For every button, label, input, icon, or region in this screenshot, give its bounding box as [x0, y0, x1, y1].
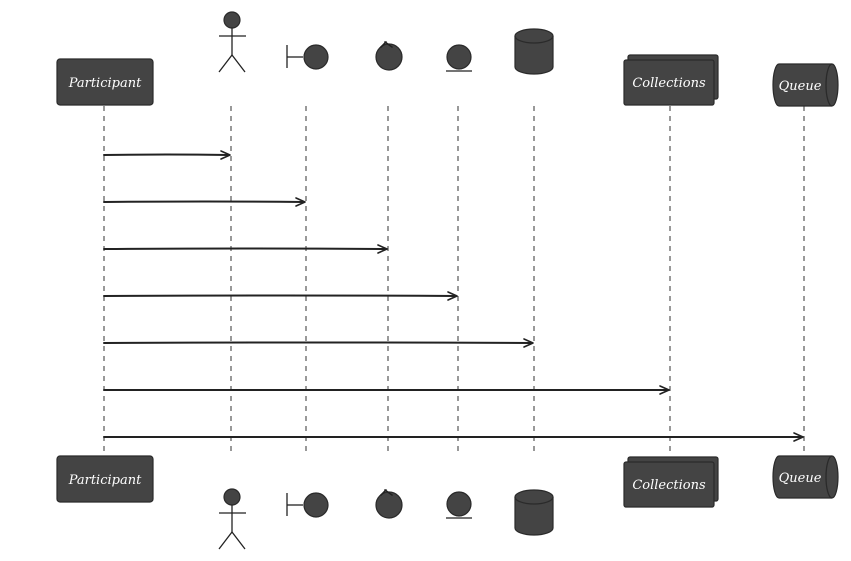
entity-bottom-icon: [446, 491, 472, 519]
boundary-bottom-icon: [286, 492, 329, 518]
database-bottom-icon: [514, 489, 554, 536]
participant-bottom: Participant: [56, 455, 154, 503]
message-arrow: [103, 244, 388, 254]
actor-top-icon: [218, 11, 246, 73]
participant-top: Participant: [56, 58, 154, 106]
queue-label: Queue: [779, 471, 822, 486]
control-bottom-icon: [375, 489, 403, 519]
collections-bottom: Collections: [623, 456, 719, 508]
queue-bottom: Queue: [772, 455, 839, 499]
actor-bottom-icon: [218, 488, 246, 550]
queue-label: Queue: [779, 79, 822, 94]
messages: [103, 150, 804, 442]
collections-label: Collections: [632, 478, 706, 493]
participant-label: Participant: [68, 473, 142, 488]
message-arrow: [103, 432, 804, 442]
message-arrow: [103, 338, 534, 348]
message-arrow: [103, 385, 670, 395]
message-arrow: [103, 197, 306, 207]
boundary-top-icon: [286, 44, 329, 70]
control-top-icon: [375, 41, 403, 71]
lifelines: [103, 106, 805, 452]
participant-label: Participant: [68, 76, 142, 91]
queue-top: Queue: [772, 63, 839, 107]
collections-label: Collections: [632, 76, 706, 91]
message-arrow: [103, 150, 231, 160]
message-arrow: [103, 291, 458, 301]
database-top-icon: [514, 28, 554, 75]
collections-top: Collections: [623, 54, 719, 106]
entity-top-icon: [446, 44, 472, 72]
